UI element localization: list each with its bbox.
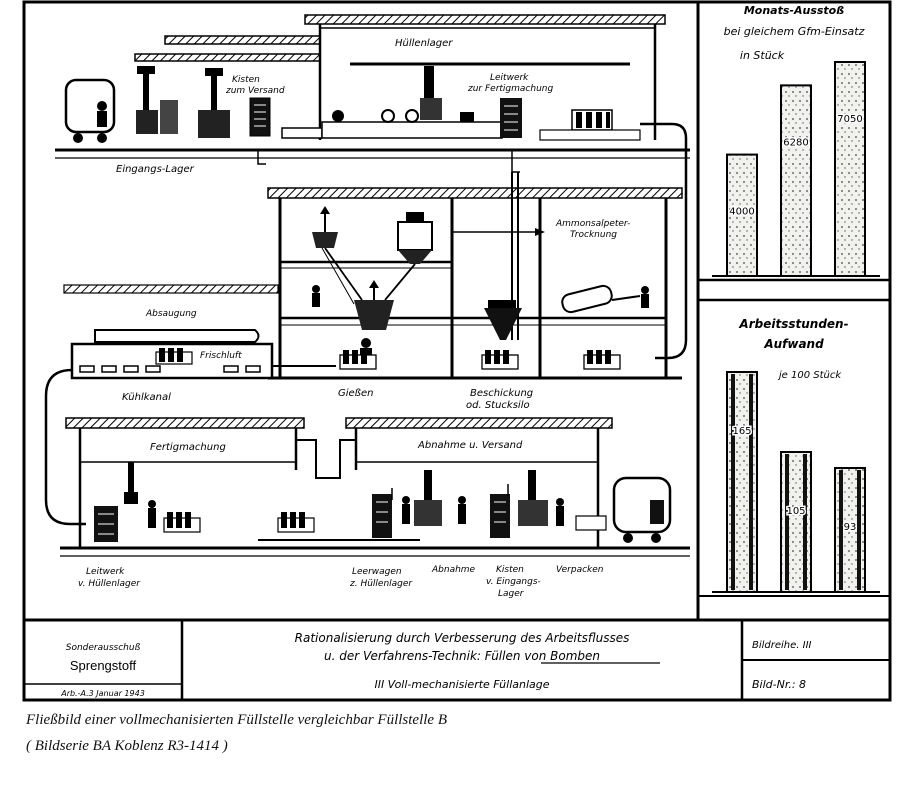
committee-line2: Sprengstoff [70,658,137,673]
label-kisten-eingang-line1: Kisten [496,565,524,575]
plate-title-line2: u. der Verfahrens-Technik: Füllen von Bo… [324,649,600,663]
label-leitwerk-huellen-line2: v. Hüllenlager [78,579,141,589]
chart1-bar-1 [780,84,812,277]
chart1-title-line3: in Stück [740,49,785,62]
chart2-bar-stripe [785,454,789,590]
committee-date: Arb.-A.3 Januar 1943 [60,689,145,698]
plate-title-line1: Rationalisierung durch Verbesserung des … [295,631,630,645]
chart1-title-line1: Monats-Ausstoß [744,4,844,17]
label-fertigmachung: Fertigmachung [150,442,226,453]
chart2-subtitle: je 100 Stück [777,370,842,381]
top-building [55,14,690,173]
label-huellenlager: Hüllenlager [395,38,453,49]
label-ammonsalpeter-line2: Trocknung [570,230,617,240]
label-verpacken: Verpacken [556,565,604,575]
label-abnahme-versand: Abnahme u. Versand [417,440,523,451]
label-beschickung-line2: od. Stucksilo [466,400,530,411]
label-frischluft: Frischluft [200,351,242,361]
bottom-buildings [60,417,690,557]
label-kuehlkanal: Kühlkanal [122,392,171,403]
chart1-bar-2 [834,61,866,277]
chart2-value-label-1: 105 [786,506,805,517]
caption-line1: Fließbild einer vollmechanisierten Fülls… [26,712,447,728]
label-kisten-eingang-line2: v. Eingangs- [486,577,541,587]
plate-frame [22,0,892,702]
chart2-title-line2: Aufwand [763,337,824,351]
label-leitwerk-line1: Leitwerk [490,73,529,83]
label-absaugung: Absaugung [145,309,197,319]
caption-line2: ( Bildserie BA Koblenz R3-1414 ) [26,738,228,754]
label-abnahme: Abnahme [431,565,476,575]
chart-labor-hours: Arbeitsstunden- Aufwand je 100 Stück 165… [712,317,880,593]
label-leitwerk-huellen-line1: Leitwerk [86,567,125,577]
label-kisten-eingang-line3: Lager [498,589,525,599]
chart2-bar-stripe [803,454,807,590]
label-leitwerk-line2: zur Fertigmachung [467,84,553,94]
chart-monthly-output: Monats-Ausstoß bei gleichem Gfm-Einsatz … [712,4,880,277]
chart2-title-line1: Arbeitsstunden- [738,317,848,331]
label-eingangs-lager: Eingangs-Lager [116,164,195,175]
chart1-value-label-2: 7050 [837,114,862,125]
label-giessen: Gießen [338,388,373,399]
series-label: Bildreihe. III [752,640,812,651]
label-leerwagen-line1: Leerwagen [352,567,402,577]
picture-number: Bild-Nr.: 8 [752,678,806,691]
label-kisten-line2: zum Versand [225,86,285,96]
chart2-bar-stripe [839,470,843,590]
chart1-title-line2: bei gleichem Gfm-Einsatz [724,25,865,38]
label-beschickung-line1: Beschickung [470,388,533,399]
middle-building [267,187,683,380]
chart2-bar-stripe [749,374,753,590]
committee-line1: Sonderausschuß [66,643,141,653]
label-ammonsalpeter-line1: Ammonsalpeter- [555,219,630,229]
chart2-value-label-0: 165 [732,426,751,437]
chart1-bar-0 [726,153,758,277]
label-leerwagen-line2: z. Hüllenlager [349,579,413,589]
plate-subtitle: III Voll-mechanisierte Füllanlage [374,678,549,691]
label-kisten-line1: Kisten [232,75,260,85]
title-block: Sonderausschuß Sprengstoff Arb.-A.3 Janu… [24,618,890,700]
chart2-bar-stripe [857,470,861,590]
chart1-value-label-0: 4000 [729,207,754,218]
chart2-value-label-2: 93 [844,522,857,533]
chart1-value-label-1: 6280 [783,137,808,148]
chart2-bar-stripe [731,374,735,590]
cooling-channel [44,284,336,526]
